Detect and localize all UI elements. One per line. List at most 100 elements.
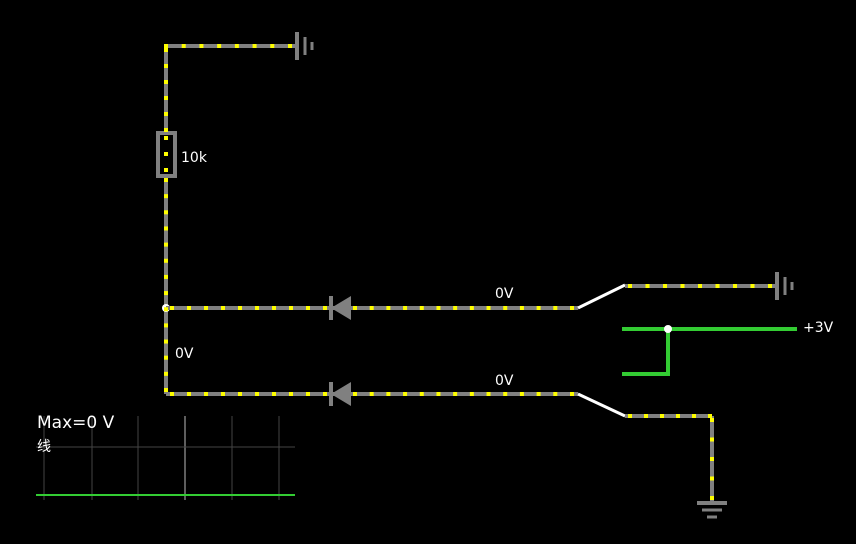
current-dot [164,194,168,199]
wire-bottom-right-ground[interactable] [625,414,714,503]
current-dot [217,44,222,48]
current-dot [369,306,374,310]
current-dot [353,306,357,310]
current-dot [204,306,208,310]
current-dot [570,306,574,310]
current-dot [288,44,292,48]
wire-source-3v[interactable] [622,327,797,376]
current-dot [272,306,276,310]
scope-sub-label: 线 [37,439,51,455]
current-dot [663,284,667,288]
current-dot [164,323,168,328]
ground-icon-bottom[interactable] [697,501,727,519]
current-dot [164,112,168,116]
scope-max-label: Max=0 V [37,413,115,433]
current-dot [238,392,242,396]
current-dot [164,44,168,48]
current-dot [164,242,168,247]
current-dot [750,284,755,288]
current-dot [164,210,168,215]
ground-icon-top[interactable] [295,32,314,60]
current-dot [436,306,441,310]
diode-top[interactable] [329,296,351,320]
current-dot [469,392,474,396]
current-dot [386,392,391,396]
current-dot [645,284,650,288]
resistor-label: 10k [181,150,207,166]
current-dot [768,284,772,288]
resistor-10k[interactable] [156,131,177,178]
current-dot [164,274,168,279]
current-dot [698,284,702,288]
current-dot [164,152,168,156]
current-dot [553,306,558,310]
current-dot [164,307,168,312]
diode-bottom[interactable] [329,382,351,406]
current-dot [170,306,174,310]
current-dot [306,306,310,310]
current-dot [199,44,204,48]
switch-bottom[interactable] [577,392,626,418]
current-dot [503,392,508,396]
current-dot [536,306,541,310]
current-dot [270,44,275,48]
current-dot [164,48,168,52]
current-dot [628,414,632,418]
current-dot [238,306,242,310]
current-dot [644,414,648,418]
current-dot [187,306,191,310]
current-dot [715,284,720,288]
current-dot [386,306,391,310]
current-dot [436,392,441,396]
current-dot [323,306,327,310]
current-dot [403,392,408,396]
current-dot [181,44,186,48]
current-dot [403,306,408,310]
source-voltage-label: +3V [803,320,834,336]
current-dot [733,284,737,288]
current-dot [553,392,558,396]
current-dot [164,128,168,132]
current-dot [164,371,168,376]
current-dot [221,392,225,396]
current-dot [570,392,574,396]
current-dot [204,392,208,396]
current-dot [164,291,168,296]
current-dot [486,392,491,396]
current-dot [289,392,293,396]
current-dot [469,306,474,310]
current-dot [676,414,680,418]
diode-bottom-voltage-label: 0V [495,373,514,389]
current-dot [453,306,458,310]
current-dot [692,414,696,418]
current-dot [710,418,714,422]
current-dot [164,64,168,68]
current-dot [486,306,491,310]
current-dot [306,392,310,396]
current-dot [710,457,714,461]
current-dot [164,80,168,84]
current-dot [255,392,259,396]
switch-top[interactable] [577,283,626,310]
current-dot [164,178,168,182]
current-dot [503,306,508,310]
source-junction-node[interactable] [664,325,672,333]
current-dot [234,44,239,48]
current-dot [323,392,327,396]
current-dots [164,44,772,500]
current-dot [164,258,168,263]
ground-icon-right[interactable] [775,272,794,300]
current-dot [660,414,664,418]
current-dot [164,96,168,100]
current-dot [164,136,168,140]
current-dot [272,392,276,396]
current-dot [164,226,168,231]
current-dot [710,476,714,481]
current-dot [221,306,225,310]
node-voltage-label: 0V [175,346,194,362]
current-dot [680,284,685,288]
current-dot [353,392,357,396]
scope-grid[interactable] [36,416,295,500]
current-dot [289,306,293,310]
